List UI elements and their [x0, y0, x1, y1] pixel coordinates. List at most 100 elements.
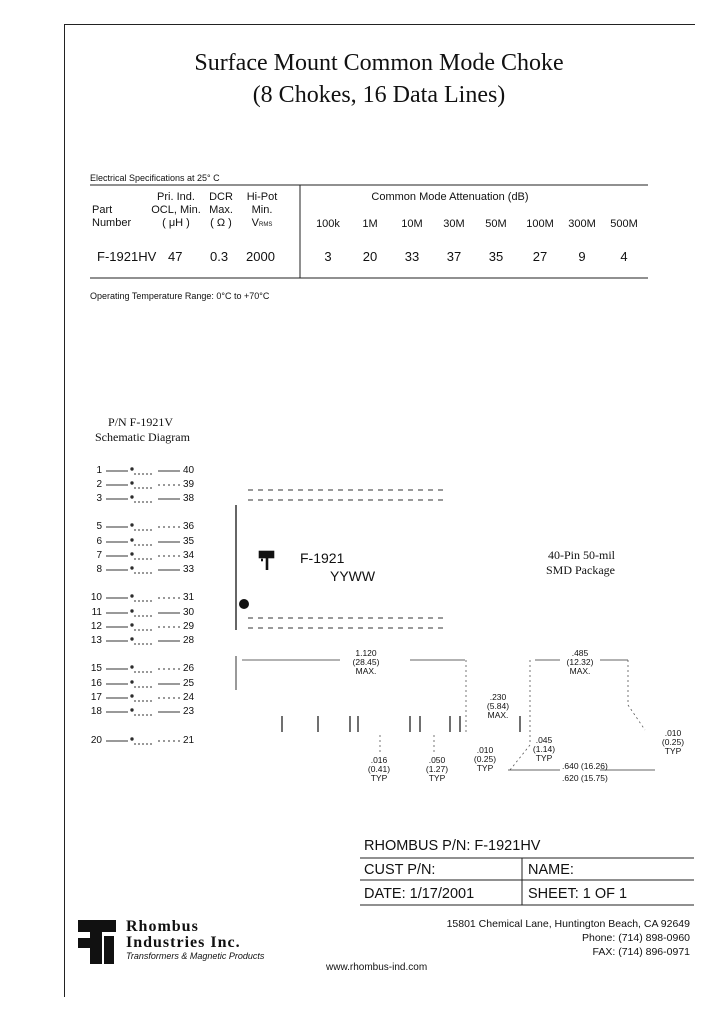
left-pin-label: 1 [96, 465, 102, 476]
atten-value: 33 [404, 249, 420, 264]
right-pin-label: 29 [183, 621, 195, 632]
right-pin-label: 31 [183, 592, 195, 603]
dcr-value: 0.3 [210, 249, 229, 264]
atten-value: 27 [532, 249, 548, 264]
freq-label: 100k [316, 218, 340, 230]
dim-height: .230(5.84)MAX. [486, 692, 510, 720]
polarity-dot [130, 566, 134, 570]
title-line-2: (8 Chokes, 16 Data Lines) [252, 82, 506, 108]
sheet-field: SHEET: 1 OF 1 [528, 886, 628, 902]
hipot-value: 2000 [246, 249, 275, 264]
left-pin-label: 13 [90, 635, 102, 646]
polarity-dot [130, 637, 134, 641]
polarity-dot [130, 737, 134, 741]
left-pin-label: 18 [90, 706, 102, 717]
package-desc-1: 40-Pin 50-mil [548, 548, 616, 562]
company-phone: Phone: (714) 898-0960 [582, 932, 690, 944]
left-pin-label: 8 [96, 564, 102, 575]
dim-span-min: .620 (15.75) [562, 773, 608, 783]
date-mark: YYWW [330, 568, 376, 584]
right-pin-label: 23 [183, 706, 195, 717]
dim-pitch: .050(1.27)TYP [425, 755, 449, 783]
company-tagline: Transformers & Magnetic Products [126, 951, 265, 961]
left-pin-label: 3 [96, 493, 102, 504]
op-temp: Operating Temperature Range: 0°C to +70°… [90, 291, 270, 301]
atten-value: 37 [446, 249, 462, 264]
dim-span-max: .640 (16.26) [562, 761, 608, 771]
polarity-dot [130, 623, 134, 627]
polarity-dot [130, 708, 134, 712]
freq-label: 50M [485, 218, 507, 230]
company-web: www.rhombus-ind.com [326, 962, 428, 973]
polarity-dot [130, 680, 134, 684]
right-pin-label: 39 [183, 479, 195, 490]
atten-header: Common Mode Attenuation (dB) [371, 191, 529, 203]
freq-label: 500M [610, 218, 638, 230]
right-pin-label: 26 [183, 663, 195, 674]
polarity-dot [130, 609, 134, 613]
polarity-dot [130, 594, 134, 598]
left-pin-label: 20 [90, 735, 102, 746]
right-pin-label: 30 [183, 607, 195, 618]
right-pin-label: 36 [183, 521, 195, 532]
right-pin-label: 28 [183, 635, 195, 646]
drawing-frame [64, 24, 695, 997]
spec-caption: Electrical Specifications at 25° C [90, 173, 220, 183]
polarity-dot [130, 552, 134, 556]
dim-lead-thickness: .010(0.25)TYP [473, 745, 497, 773]
left-pin-label: 17 [90, 692, 102, 703]
date-field: DATE: 1/17/2001 [364, 886, 475, 902]
left-pin-label: 5 [96, 521, 102, 532]
dim-width: .485(12.32)MAX. [566, 648, 594, 676]
left-pin-label: 2 [96, 479, 102, 490]
polarity-dot [130, 694, 134, 698]
polarity-dot [130, 665, 134, 669]
company-name-2: Industries Inc. [126, 934, 241, 951]
company-name-1: Rhombus [126, 918, 199, 935]
freq-label: 100M [526, 218, 554, 230]
rhombus-pn: RHOMBUS P/N: F-1921HV [364, 838, 541, 854]
right-pin-label: 21 [183, 735, 195, 746]
atten-value: 3 [324, 249, 332, 264]
polarity-dot [130, 495, 134, 499]
right-pin-label: 35 [183, 536, 195, 547]
title-line-1: Surface Mount Common Mode Choke [194, 50, 564, 76]
ocl-value: 47 [168, 249, 183, 264]
right-pin-label: 25 [183, 678, 195, 689]
left-pin-label: 7 [96, 550, 102, 561]
right-pin-label: 40 [183, 465, 195, 476]
right-pin-label: 33 [183, 564, 195, 575]
freq-label: 30M [443, 218, 465, 230]
company-address: 15801 Chemical Lane, Huntington Beach, C… [446, 918, 690, 930]
atten-value: 20 [362, 249, 378, 264]
schematic-label: Schematic Diagram [95, 430, 190, 444]
dim-standoff: .045(1.14)TYP [532, 735, 556, 763]
freq-label: 10M [401, 218, 423, 230]
polarity-dot [130, 481, 134, 485]
package-desc-2: SMD Package [546, 563, 615, 577]
dim-foot: .010(0.25)TYP [661, 728, 685, 756]
right-pin-label: 34 [183, 550, 195, 561]
left-pin-label: 6 [96, 536, 102, 547]
dim-length: 1.120(28.45)MAX. [352, 648, 380, 676]
part-mark: F-1921 [300, 550, 345, 566]
polarity-dot [130, 538, 134, 542]
polarity-dot [130, 523, 134, 527]
part-number-value: F-1921HV [97, 249, 157, 264]
left-pin-label: 12 [90, 621, 102, 632]
polarity-dot [130, 467, 134, 471]
left-pin-label: 16 [90, 678, 102, 689]
dim-lead-width: .016(0.41)TYP [367, 755, 391, 783]
name-field: NAME: [528, 862, 574, 878]
atten-value: 35 [488, 249, 504, 264]
atten-value: 9 [578, 249, 586, 264]
left-pin-label: 15 [90, 663, 102, 674]
left-pin-label: 11 [91, 607, 102, 618]
company-fax: FAX: (714) 896-0971 [592, 946, 690, 958]
right-pin-label: 38 [183, 493, 195, 504]
left-pin-label: 10 [90, 592, 102, 603]
